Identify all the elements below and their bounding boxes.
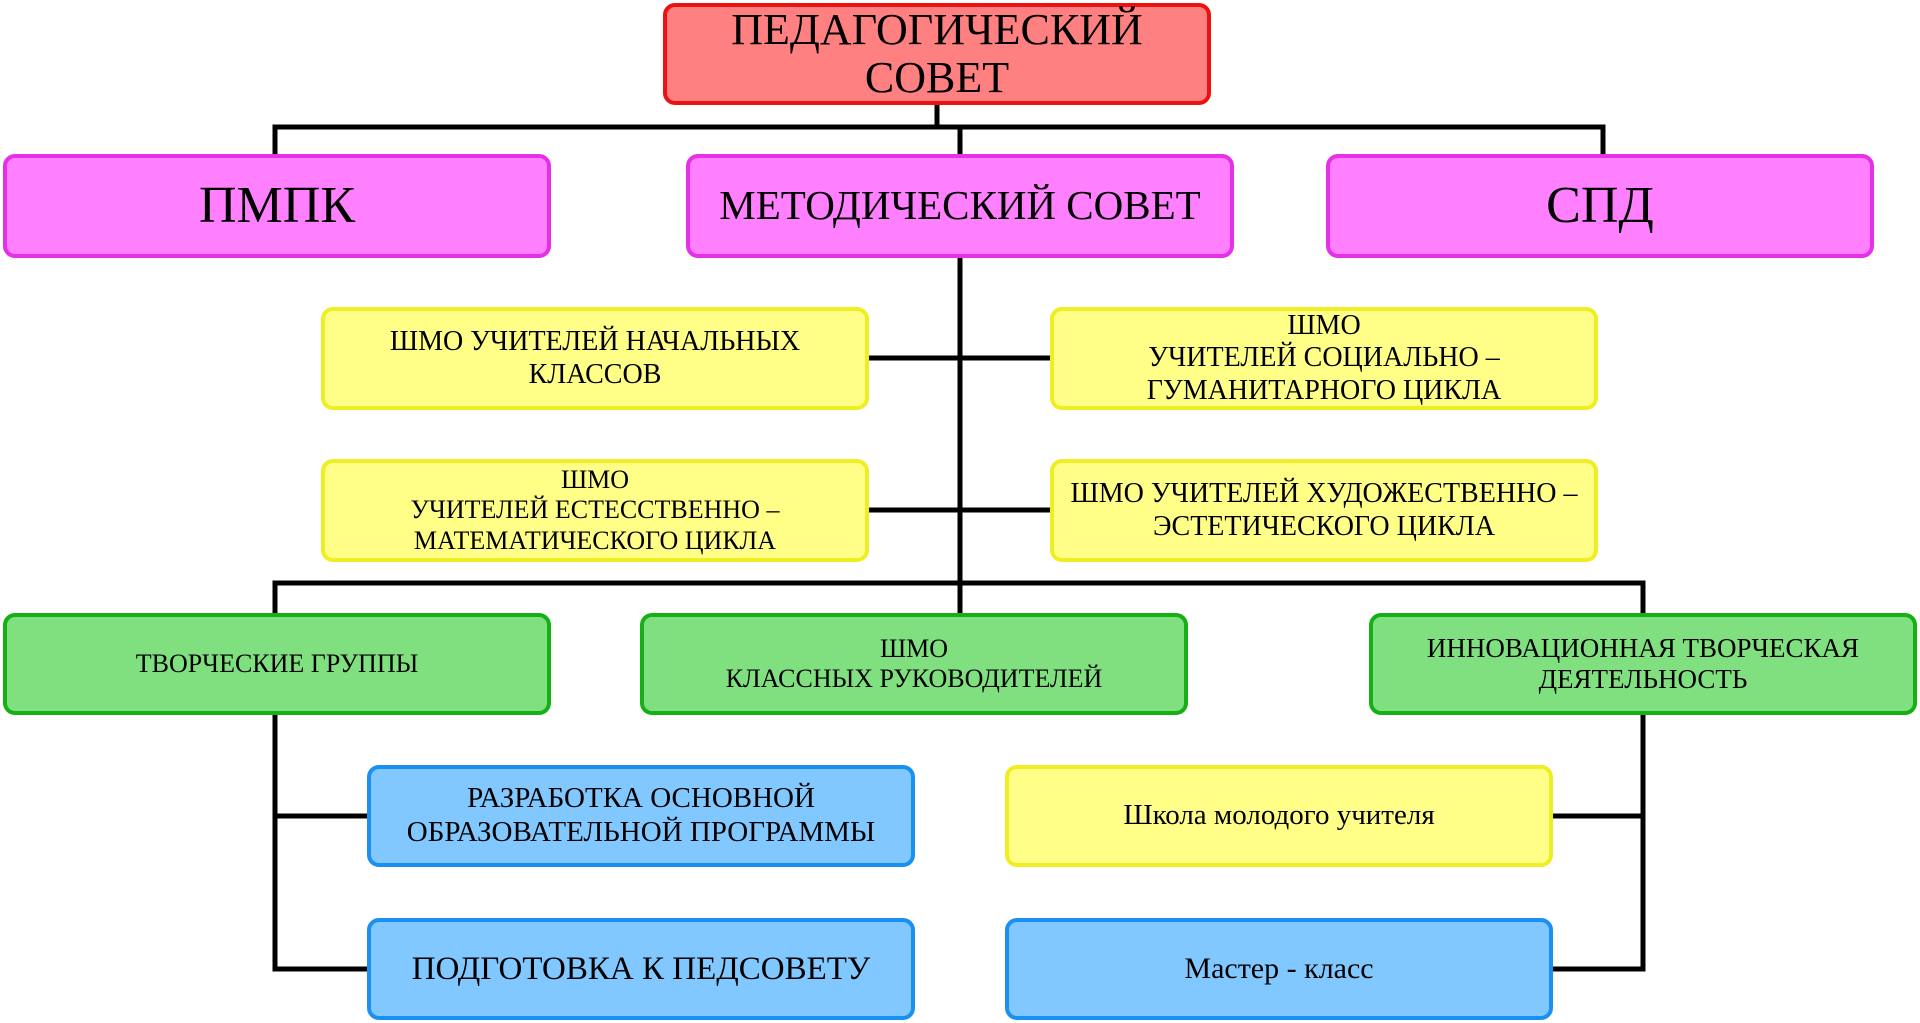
node-line: ГУМАНИТАРНОГО ЦИКЛА xyxy=(1146,374,1502,406)
node-methodical-council: МЕТОДИЧЕСКИЙ СОВЕТ xyxy=(686,154,1234,258)
node-innovation-activity: ИННОВАЦИОННАЯ ТВОРЧЕСКАЯ ДЕЯТЕЛЬНОСТЬ xyxy=(1369,613,1917,715)
node-line: ШМО xyxy=(1287,309,1361,341)
node-line: СПД xyxy=(1546,176,1654,234)
node-shmo-social-humanitarian: ШМО УЧИТЕЛЕЙ СОЦИАЛЬНО – ГУМАНИТАРНОГО Ц… xyxy=(1050,307,1598,410)
node-line: КЛАССНЫХ РУКОВОДИТЕЛЕЙ xyxy=(725,664,1103,693)
node-shmo-class-teachers: ШМО КЛАССНЫХ РУКОВОДИТЕЛЕЙ xyxy=(640,613,1188,715)
node-line: ТВОРЧЕСКИЕ ГРУППЫ xyxy=(135,648,419,678)
connector-top xyxy=(272,102,1606,157)
node-line: ИННОВАЦИОННАЯ ТВОРЧЕСКАЯ xyxy=(1426,632,1860,663)
node-line: ШМО УЧИТЕЛЕЙ ХУДОЖЕСТВЕННО – xyxy=(1070,478,1578,510)
node-shmo-arts: ШМО УЧИТЕЛЕЙ ХУДОЖЕСТВЕННО – ЭСТЕТИЧЕСКО… xyxy=(1050,459,1598,562)
node-line: ДЕЯТЕЛЬНОСТЬ xyxy=(1538,664,1748,694)
node-young-teacher-school: Школа молодого учителя xyxy=(1005,765,1553,867)
node-line: УЧИТЕЛЕЙ СОЦИАЛЬНО – xyxy=(1148,342,1500,374)
node-line: ПЕДАГОГИЧЕСКИЙ xyxy=(731,4,1143,54)
node-line: КЛАССОВ xyxy=(528,358,662,390)
node-line: ШМО УЧИТЕЛЕЙ НАЧАЛЬНЫХ xyxy=(389,326,801,358)
node-line: ПОДГОТОВКА К ПЕДСОВЕТУ xyxy=(411,950,871,987)
node-spd: СПД xyxy=(1326,154,1874,258)
node-line: УЧИТЕЛЕЙ ЕСТЕССТВЕННО – xyxy=(410,495,780,525)
connector-shmo xyxy=(866,355,1053,513)
node-shmo-natural-math: ШМО УЧИТЕЛЕЙ ЕСТЕССТВЕННО – МАТЕМАТИЧЕСК… xyxy=(321,459,869,562)
node-line: РАЗРАБОТКА ОСНОВНОЙ xyxy=(467,782,815,815)
node-line: СОВЕТ xyxy=(864,53,1010,102)
node-council-preparation: ПОДГОТОВКА К ПЕДСОВЕТУ xyxy=(367,918,915,1020)
node-line: ОБРАЗОВАТЕЛЬНОЙ ПРОГРАММЫ xyxy=(406,816,876,848)
node-creative-groups: ТВОРЧЕСКИЕ ГРУППЫ xyxy=(3,613,551,715)
connector-left-branch xyxy=(272,712,370,972)
connector-right-branch xyxy=(1550,712,1646,972)
node-program-development: РАЗРАБОТКА ОСНОВНОЙ ОБРАЗОВАТЕЛЬНОЙ ПРОГ… xyxy=(367,765,915,867)
node-pmpk: ПМПК xyxy=(3,154,551,258)
node-pedagogical-council: ПЕДАГОГИЧЕСКИЙ СОВЕТ xyxy=(663,3,1211,105)
node-line: ШМО xyxy=(560,465,630,495)
node-line: МЕТОДИЧЕСКИЙ СОВЕТ xyxy=(719,182,1201,229)
node-line: ПМПК xyxy=(198,176,356,234)
node-master-class: Мастер - класс xyxy=(1005,918,1553,1020)
node-line: Мастер - класс xyxy=(1184,951,1374,985)
node-line: ШМО xyxy=(879,633,949,663)
node-line: Школа молодого учителя xyxy=(1123,799,1435,832)
connector-level4 xyxy=(272,580,1646,616)
node-shmo-primary: ШМО УЧИТЕЛЕЙ НАЧАЛЬНЫХ КЛАССОВ xyxy=(321,307,869,410)
node-line: ЭСТЕТИЧЕСКОГО ЦИКЛА xyxy=(1153,510,1495,542)
node-line: МАТЕМАТИЧЕСКОГО ЦИКЛА xyxy=(413,525,777,555)
